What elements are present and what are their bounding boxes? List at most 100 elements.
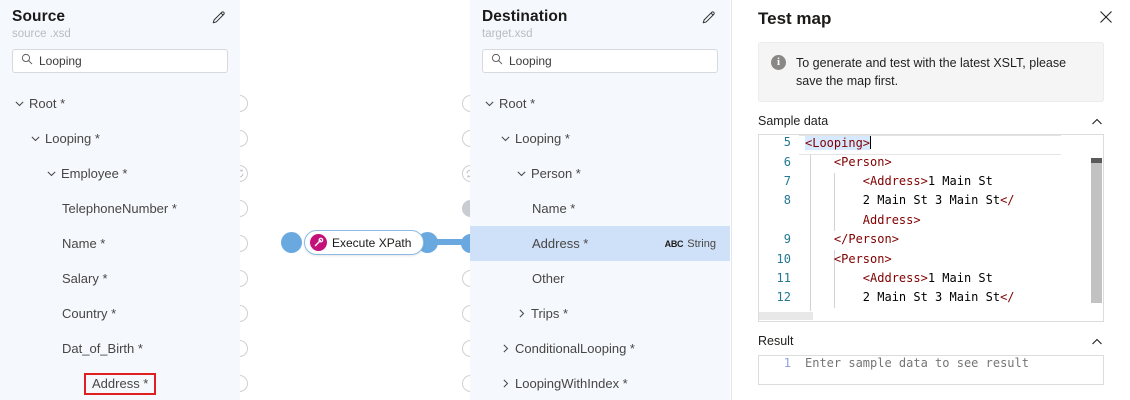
line-number: 6	[783, 154, 791, 169]
line-number: 7	[783, 174, 791, 189]
tree-row-text: LoopingWithIndex *	[515, 376, 628, 391]
code-line: 7 <Address>1 Main St	[759, 174, 1103, 193]
code-token	[805, 252, 834, 266]
result-section-header[interactable]: Result	[758, 334, 1104, 348]
source-panel-header: Source source .xsd	[0, 0, 240, 40]
code-token: <Address>	[862, 174, 928, 189]
tree-row-label: Salary *	[14, 271, 108, 286]
chevron-down-icon[interactable]	[484, 98, 495, 109]
code-line-text: </Person>	[799, 232, 899, 251]
tree-row[interactable]: Looping *	[470, 121, 730, 156]
chevron-right-icon[interactable]	[500, 378, 511, 389]
code-line: 10 <Person>	[759, 252, 1103, 271]
tree-row[interactable]: Address *	[0, 366, 240, 400]
sample-data-editor[interactable]: 5<Looping>6 <Person>7 <Address>1 Main St…	[758, 134, 1104, 323]
tree-row-text: Country *	[62, 306, 117, 321]
tree-row-label: Root *	[14, 96, 65, 111]
chevron-right-icon[interactable]	[500, 343, 511, 354]
tree-row[interactable]: Root *	[470, 86, 730, 121]
sample-data-chevron-up-icon[interactable]	[1090, 115, 1104, 129]
chevron-down-icon[interactable]	[14, 98, 25, 109]
tree-row-label: Name *	[14, 236, 105, 251]
code-line-text: 2 Main St 3 Main St</	[799, 193, 1015, 212]
line-number: 1	[783, 356, 791, 371]
connection-edge-node-to-destination	[433, 239, 467, 245]
tree-row[interactable]: ConditionalLooping *	[470, 331, 730, 366]
tree-row[interactable]: Salary *	[0, 261, 240, 296]
destination-edit-pencil-icon[interactable]	[700, 8, 720, 28]
tree-row-label: Trips *	[484, 306, 568, 321]
text-cursor	[870, 135, 872, 150]
tree-row-label: Dat_of_Birth *	[14, 341, 143, 356]
tree-row-label: Other	[484, 271, 565, 286]
chevron-down-icon[interactable]	[500, 133, 511, 144]
code-line: Address>	[759, 213, 1103, 232]
tree-row-label: Country *	[14, 306, 116, 321]
sample-data-hscrollbar[interactable]	[759, 311, 1089, 322]
tree-row-text: Person *	[531, 166, 581, 181]
sample-data-section-header[interactable]: Sample data	[758, 114, 1104, 128]
destination-search-input[interactable]: Looping	[482, 49, 718, 73]
scrollbar-thumb[interactable]	[1091, 163, 1102, 304]
sample-data-code[interactable]: 5<Looping>6 <Person>7 <Address>1 Main St…	[759, 135, 1103, 321]
tree-row[interactable]: Looping *	[0, 121, 240, 156]
line-number: 11	[776, 270, 791, 285]
source-search-input[interactable]: Looping	[12, 49, 228, 73]
tree-row-type-name: String	[687, 237, 716, 250]
code-line: 9 </Person>	[759, 232, 1103, 251]
test-map-title: Test map	[758, 9, 832, 28]
source-edit-pencil-icon[interactable]	[210, 8, 230, 28]
chevron-down-icon[interactable]	[516, 168, 527, 179]
scrollbar-thumb-top[interactable]	[1091, 158, 1102, 164]
code-line: 6 <Person>	[759, 155, 1103, 174]
chevron-down-icon[interactable]	[30, 133, 41, 144]
tree-row-text: Name *	[62, 236, 106, 251]
indent-guide	[834, 173, 835, 232]
hscrollbar-thumb[interactable]	[759, 312, 813, 321]
tree-row[interactable]: LoopingWithIndex *	[470, 366, 730, 400]
code-token: <Looping>	[805, 136, 871, 151]
info-message-bar: i To generate and test with the latest X…	[758, 42, 1104, 103]
tree-row[interactable]: Root *	[0, 86, 240, 121]
code-line-text: <Address>1 Main St	[799, 271, 993, 290]
tree-row[interactable]: Name *	[0, 226, 240, 261]
close-icon[interactable]	[1098, 9, 1116, 27]
tree-row[interactable]: TelephoneNumber *	[0, 191, 240, 226]
code-line: 11 <Address>1 Main St	[759, 271, 1103, 290]
tree-row[interactable]: Trips *	[470, 296, 730, 331]
code-token: 1 Main St	[927, 270, 993, 285]
abc-icon: ABC	[664, 238, 684, 249]
chevron-down-icon[interactable]	[46, 168, 57, 179]
tree-row[interactable]: Other	[470, 261, 730, 296]
tree-row[interactable]: Employee *	[0, 156, 240, 191]
code-token: 1 Main St	[927, 174, 993, 189]
sample-data-scrollbar[interactable]	[1089, 135, 1103, 322]
tree-row-text: Root *	[499, 96, 536, 111]
code-line-text: 2 Main St 3 Main St</	[799, 290, 1015, 309]
search-icon	[491, 52, 503, 70]
code-token: 2 Main St 3 Main St	[862, 193, 1001, 208]
tree-row-text: Looping *	[45, 131, 100, 146]
destination-tree[interactable]: Root * Looping * Person * Name *Address *AB…	[470, 86, 730, 400]
tree-row[interactable]: Dat_of_Birth *	[0, 331, 240, 366]
code-line: 8 2 Main St 3 Main St</	[759, 193, 1103, 212]
tree-row[interactable]: Person *	[470, 156, 730, 191]
code-line-text: <Person>	[799, 252, 892, 271]
tree-row[interactable]: Name *	[470, 191, 730, 226]
source-tree[interactable]: Root * Looping * Employee *TelephoneNumber…	[0, 86, 240, 400]
node-input-dot[interactable]	[281, 232, 302, 253]
chevron-right-icon[interactable]	[516, 308, 527, 319]
tree-row-text: Dat_of_Birth *	[62, 341, 143, 356]
indent-guide	[834, 250, 835, 309]
tree-row[interactable]: Country *	[0, 296, 240, 331]
line-number: 12	[776, 290, 791, 305]
tree-row-text: ConditionalLooping *	[515, 341, 635, 356]
line-number: 5	[783, 135, 791, 150]
result-chevron-up-icon[interactable]	[1090, 335, 1104, 349]
function-node-execute-xpath[interactable]: Execute XPath	[304, 230, 425, 255]
destination-search-value: Looping	[509, 54, 552, 68]
